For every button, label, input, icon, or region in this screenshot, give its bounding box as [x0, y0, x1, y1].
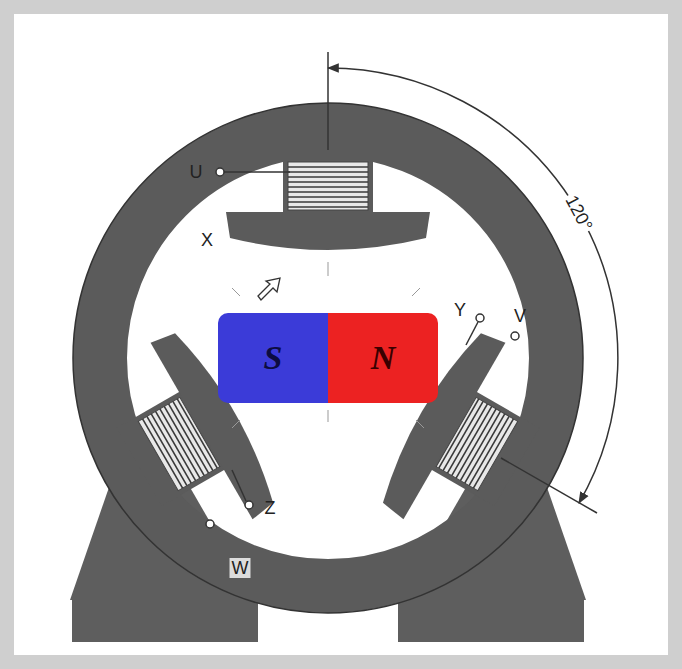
terminal-label: Y	[452, 300, 468, 320]
terminal-label: Z	[263, 498, 278, 518]
terminal-label: V	[512, 306, 528, 326]
magnet-south-pole: S	[218, 313, 328, 403]
terminal-label: U	[188, 162, 205, 182]
stator-ring-edge	[73, 103, 583, 613]
reference-line	[501, 458, 597, 513]
rotation-arrow	[258, 278, 280, 300]
terminal-leads	[206, 168, 519, 528]
stator-pole	[226, 140, 430, 250]
pole-letter: N	[371, 341, 396, 375]
terminal-label: X	[199, 230, 215, 250]
reference-line	[327, 52, 329, 150]
picture-ground	[14, 14, 668, 655]
machine-foot-base	[72, 598, 258, 642]
pole-letter: S	[264, 341, 283, 375]
terminal-label: W	[230, 558, 251, 578]
angle-arc	[328, 68, 618, 503]
machine-foot-base	[398, 598, 584, 642]
magnet-north-pole: N	[328, 313, 438, 403]
